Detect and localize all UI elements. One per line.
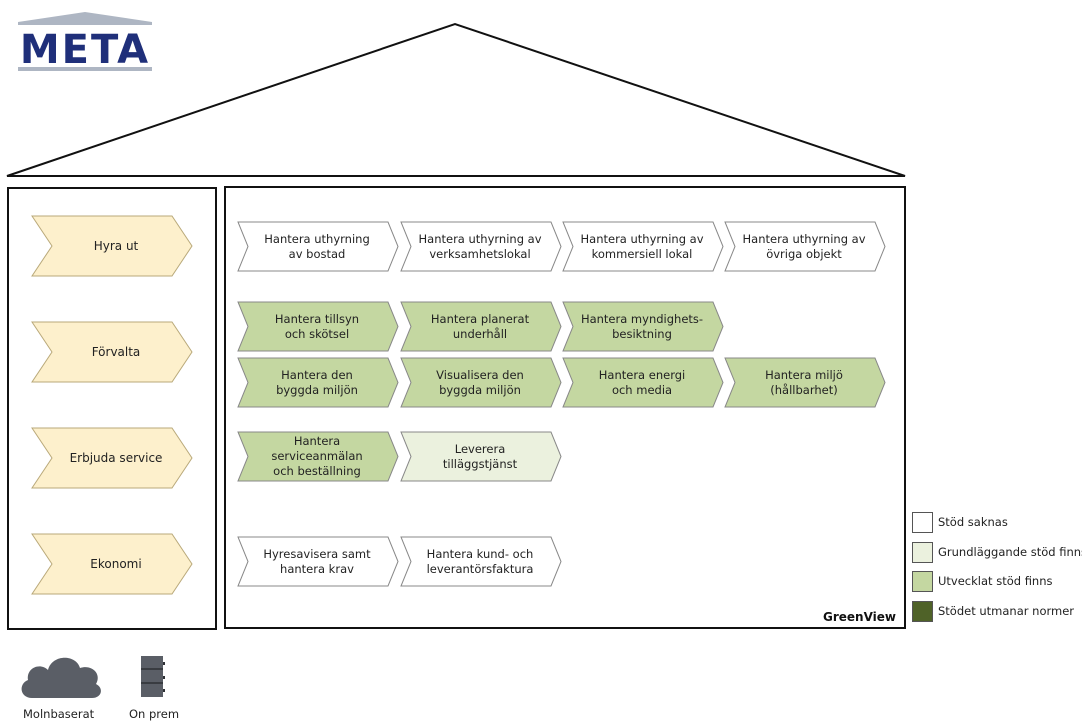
process-7-label: Hantera myndighets- besiktning <box>580 311 704 341</box>
process-1-shape <box>237 221 399 272</box>
category-4: Ekonomi <box>31 533 193 595</box>
category-3-label: Erbjuda service <box>69 450 163 465</box>
server-icon <box>141 656 165 697</box>
category-2-shape <box>31 321 193 383</box>
category-4-shape <box>31 533 193 595</box>
legend-label: Grundläggande stöd finns <box>938 545 1082 559</box>
onprem-label: On prem <box>129 707 180 721</box>
legend-label: Stöd saknas <box>938 515 1008 529</box>
process-8: Hantera den byggda miljön <box>237 357 399 408</box>
process-12-shape <box>237 431 399 482</box>
meta-logo: META <box>12 6 158 74</box>
category-1-shape <box>31 215 193 277</box>
process-3: Hantera uthyrning av kommersiell lokal <box>562 221 724 272</box>
process-2-label: Hantera uthyrning av verksamhetslokal <box>418 231 542 261</box>
legend-label: Stödet utmanar normer <box>938 604 1075 618</box>
process-5: Hantera tillsyn och skötsel <box>237 301 399 352</box>
process-9-label: Visualisera den byggda miljön <box>436 367 524 397</box>
process-12-label: Hantera serviceanmälan och beställning <box>271 434 363 478</box>
process-13-shape <box>400 431 562 482</box>
process-4-label: Hantera uthyrning av övriga objekt <box>742 231 866 261</box>
process-8-label: Hantera den byggda miljön <box>276 367 358 397</box>
process-4: Hantera uthyrning av övriga objekt <box>724 221 886 272</box>
process-7-shape <box>562 301 724 352</box>
process-12: Hantera serviceanmälan och beställning <box>237 431 399 482</box>
process-14-label: Hyresavisera samt hantera krav <box>263 546 371 576</box>
meta-logo-graphic: META <box>18 12 152 73</box>
process-11-shape <box>724 357 886 408</box>
vendor-name: GreenView <box>822 610 896 624</box>
process-8-shape <box>237 357 399 408</box>
process-9: Visualisera den byggda miljön <box>400 357 562 408</box>
process-3-shape <box>562 221 724 272</box>
process-6: Hantera planerat underhåll <box>400 301 562 352</box>
legend-swatch <box>912 571 933 592</box>
cloud-label: Molnbaserat <box>23 707 95 721</box>
category-2-label: Förvalta <box>91 344 141 359</box>
process-5-shape <box>237 301 399 352</box>
cloud-deployment: Molnbaserat <box>14 648 104 724</box>
process-2-shape <box>400 221 562 272</box>
cloud-icon <box>21 657 101 698</box>
process-7: Hantera myndighets- besiktning <box>562 301 724 352</box>
process-15-shape <box>400 536 562 587</box>
onprem-deployment: On prem <box>124 652 194 724</box>
process-11-label: Hantera miljö (hållbarhet) <box>765 367 843 397</box>
category-3: Erbjuda service <box>31 427 193 489</box>
legend-label: Utvecklat stöd finns <box>938 574 1053 588</box>
process-4-shape <box>724 221 886 272</box>
process-10-shape <box>562 357 724 408</box>
category-3-shape <box>31 427 193 489</box>
legend-swatch <box>912 542 933 563</box>
meta-logo-text: META <box>20 27 150 73</box>
process-10: Hantera energi och media <box>562 357 724 408</box>
process-11: Hantera miljö (hållbarhet) <box>724 357 886 408</box>
process-6-shape <box>400 301 562 352</box>
process-5-label: Hantera tillsyn och skötsel <box>274 311 360 341</box>
process-14-shape <box>237 536 399 587</box>
category-4-label: Ekonomi <box>90 556 142 571</box>
process-15-label: Hantera kund- och leverantörsfaktura <box>426 546 534 576</box>
process-9-shape <box>400 357 562 408</box>
roof-outline <box>6 22 906 177</box>
process-3-label: Hantera uthyrning av kommersiell lokal <box>580 231 704 261</box>
process-15: Hantera kund- och leverantörsfaktura <box>400 536 562 587</box>
process-2: Hantera uthyrning av verksamhetslokal <box>400 221 562 272</box>
category-1: Hyra ut <box>31 215 193 277</box>
category-2: Förvalta <box>31 321 193 383</box>
process-13: Leverera tilläggstjänst <box>400 431 562 482</box>
process-1-label: Hantera uthyrning av bostad <box>264 231 370 261</box>
process-10-label: Hantera energi och media <box>598 367 686 397</box>
process-14: Hyresavisera samt hantera krav <box>237 536 399 587</box>
process-13-label: Leverera tilläggstjänst <box>442 441 518 471</box>
process-6-label: Hantera planerat underhåll <box>430 311 530 341</box>
legend-swatch <box>912 512 933 533</box>
category-1-label: Hyra ut <box>93 238 139 253</box>
legend-swatch <box>912 601 933 622</box>
process-1: Hantera uthyrning av bostad <box>237 221 399 272</box>
